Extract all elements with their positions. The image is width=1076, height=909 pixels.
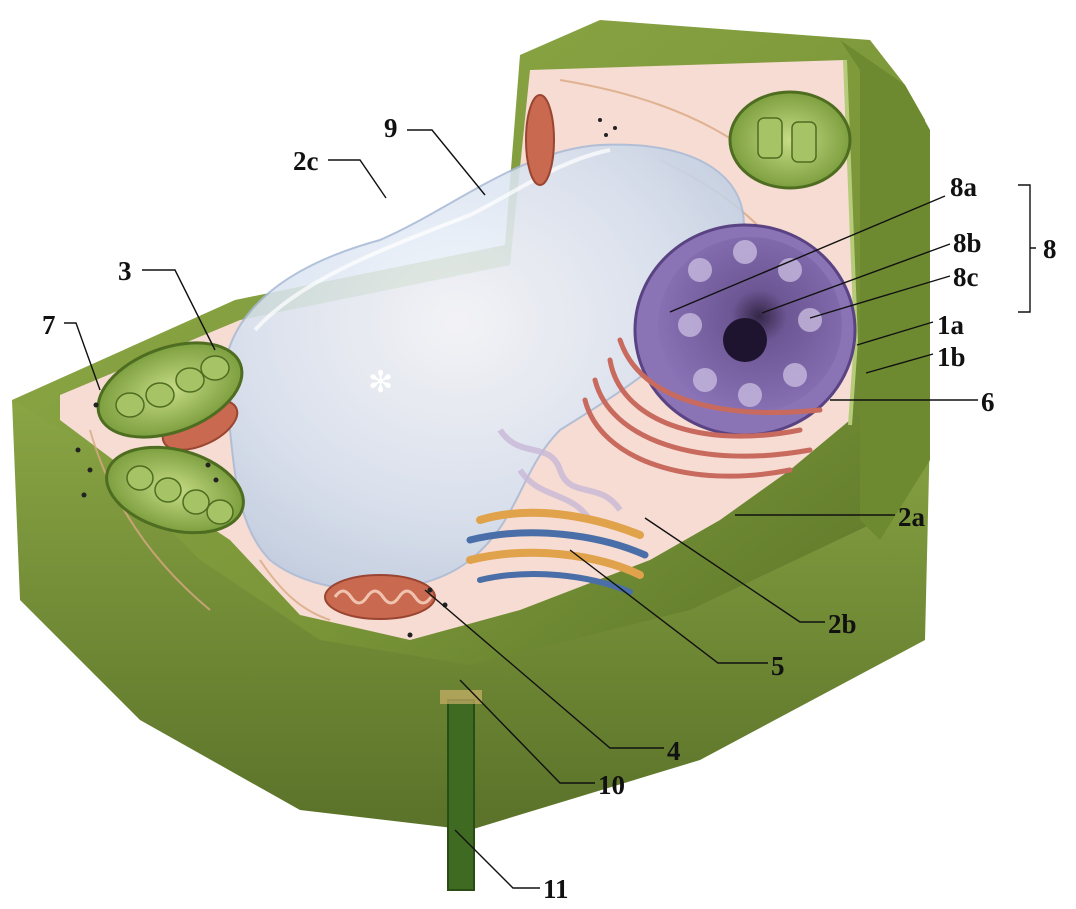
label-11: 11 <box>543 874 569 904</box>
vacuole-crystal-icon: ✻ <box>368 365 393 400</box>
nucleus-bracket <box>1018 185 1036 312</box>
nucleolus <box>723 318 767 362</box>
label-9: 9 <box>384 113 398 143</box>
leader-9 <box>407 130 485 195</box>
label-8a: 8a <box>950 172 978 202</box>
label-10: 10 <box>598 770 625 800</box>
label-2a: 2a <box>898 502 926 532</box>
label-1a: 1a <box>937 310 965 340</box>
chloroplast-upper-right <box>730 92 850 188</box>
label-4: 4 <box>667 736 681 766</box>
plasmodesma <box>448 700 474 890</box>
label-8b: 8b <box>953 228 982 258</box>
label-3: 3 <box>118 256 132 286</box>
label-7: 7 <box>42 310 56 340</box>
mitochondrion-bottom <box>325 575 435 619</box>
leader-2c <box>328 160 386 198</box>
label-8: 8 <box>1043 234 1057 264</box>
label-6: 6 <box>981 387 995 417</box>
label-8c: 8c <box>953 262 979 292</box>
mitochondrion-top <box>526 95 554 185</box>
label-5: 5 <box>771 651 785 681</box>
label-2c: 2c <box>293 146 319 176</box>
label-2b: 2b <box>828 609 857 639</box>
label-1b: 1b <box>937 342 966 372</box>
nucleus <box>635 225 855 435</box>
